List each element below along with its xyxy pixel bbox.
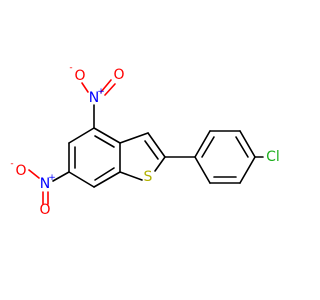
bond	[68, 127, 95, 144]
bond-lines	[52, 104, 264, 188]
oxygen-charge-label: -	[10, 159, 13, 169]
nitrogen-atom-label: N	[89, 90, 99, 106]
bond	[93, 127, 121, 144]
bond	[28, 169, 40, 179]
chlorine-atom-label: Cl	[266, 149, 280, 165]
nitrogen-charge-label: +	[48, 173, 56, 183]
bond	[239, 156, 256, 184]
oxygen-charge-label: -	[69, 63, 72, 73]
molecule-diagram: N + O - O N + O - O S Cl	[10, 63, 279, 218]
bond	[119, 171, 143, 181]
bond	[235, 136, 249, 158]
sulfur-atom-label: S	[144, 169, 153, 185]
bond	[52, 171, 70, 182]
bond	[93, 171, 121, 188]
bond	[194, 156, 211, 184]
nitrogen-atom-label: N	[40, 176, 50, 192]
bond	[154, 156, 166, 172]
bond	[119, 132, 149, 144]
bond	[100, 79, 112, 93]
oxygen-atom-label: O	[74, 68, 85, 84]
bond	[194, 130, 211, 158]
oxygen-atom-label: O	[15, 163, 26, 179]
bond	[81, 82, 89, 93]
bond	[147, 132, 166, 158]
nitro-bonds	[28, 79, 116, 205]
bond	[68, 171, 95, 188]
bond	[201, 136, 215, 158]
bond	[104, 83, 116, 96]
oxygen-atom-label: O	[39, 202, 50, 218]
structure-canvas: N + O - O N + O - O S Cl	[10, 63, 280, 218]
oxygen-atom-label: O	[113, 67, 124, 83]
bond	[239, 130, 256, 158]
atom-labels: N + O - O N + O - O S Cl	[10, 63, 279, 218]
bond	[144, 140, 159, 160]
bond	[94, 135, 115, 148]
bond	[94, 167, 115, 181]
nitrogen-charge-label: +	[97, 87, 105, 97]
